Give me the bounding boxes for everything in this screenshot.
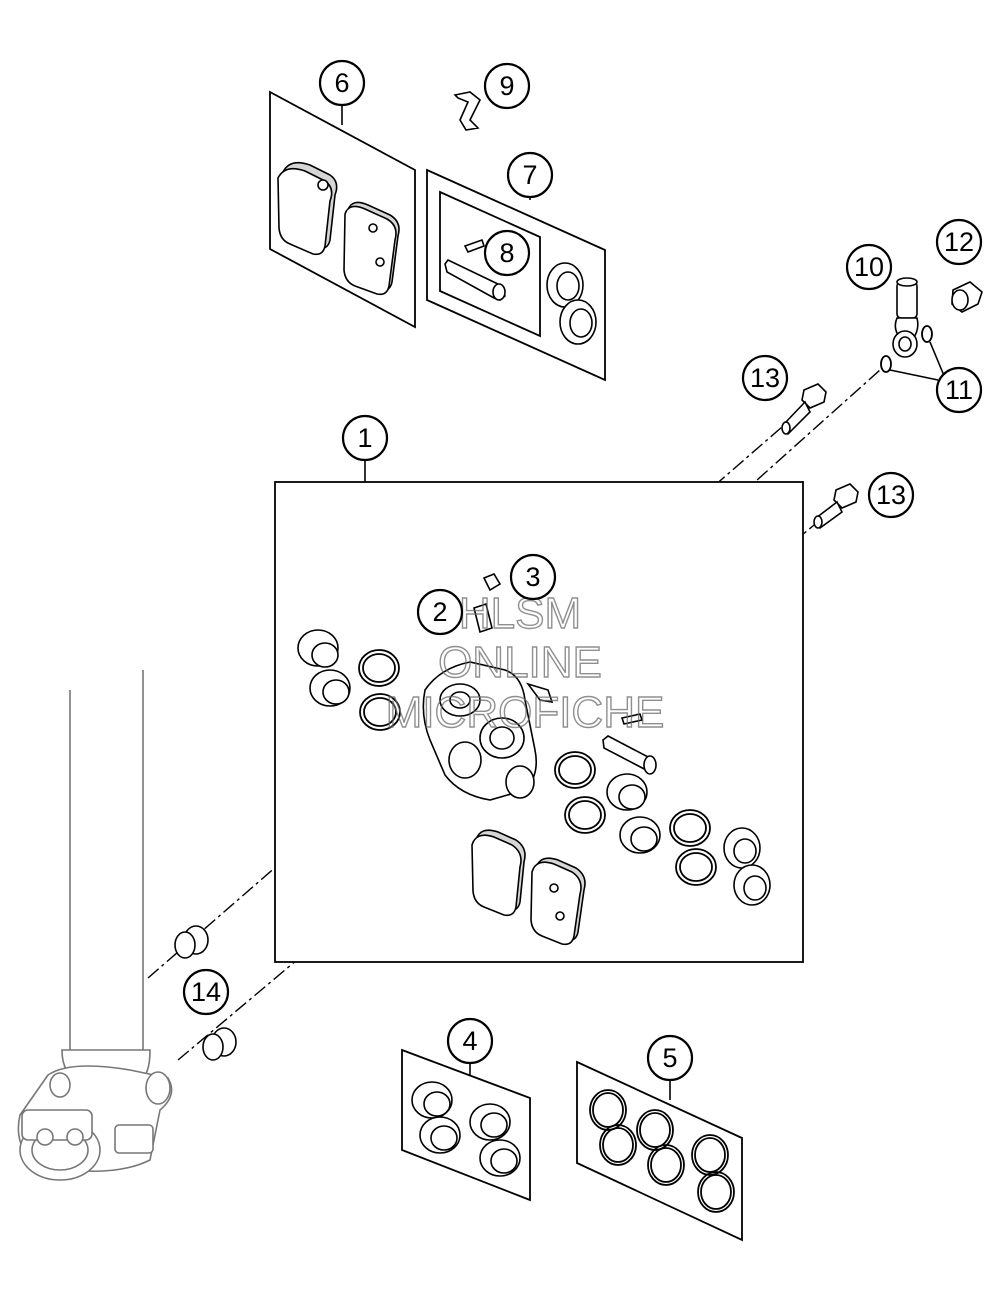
piston-kit-panel	[401, 1048, 531, 1202]
caliper-bolt-upper	[781, 383, 827, 435]
callout-14-label: 14	[191, 977, 221, 1007]
callout-9: 9	[483, 62, 531, 110]
callout-4-label: 4	[462, 1026, 477, 1056]
callout-13-upper-label: 13	[750, 363, 780, 393]
seal-kit-panel	[576, 1060, 743, 1242]
callout-3-label: 3	[525, 562, 540, 592]
watermark-line-2: ONLINE	[438, 638, 602, 687]
callout-11-label: 11	[945, 375, 973, 405]
bleeder-screw	[951, 281, 983, 313]
callout-6: 6	[318, 59, 366, 107]
caliper-bolt-lower	[813, 483, 859, 529]
callout-7-label: 7	[522, 160, 537, 190]
callout-14: 14	[182, 968, 230, 1016]
callout-5: 5	[646, 1034, 694, 1082]
spacer-bushings	[174, 925, 237, 1061]
callout-9-label: 9	[499, 71, 514, 101]
callout-7: 7	[506, 151, 554, 199]
callout-10: 10	[845, 243, 893, 291]
pin-kit-panel	[426, 168, 606, 382]
callout-8-label: 8	[499, 238, 514, 268]
watermark-line-1: HLSM	[459, 589, 581, 638]
callout-11: 11	[935, 366, 983, 414]
callout-1-label: 1	[357, 423, 372, 453]
watermark: HLSM ONLINE MICROFICHE	[385, 588, 665, 737]
callout-5-label: 5	[662, 1043, 677, 1073]
callout-2-label: 2	[432, 597, 447, 627]
callout-13-lower: 13	[867, 471, 915, 519]
watermark-line-3: MICROFICHE	[386, 688, 665, 737]
sealing-rings	[880, 325, 946, 381]
callout-13-upper: 13	[741, 354, 789, 402]
callout-3: 3	[509, 553, 557, 601]
callout-10-label: 10	[854, 252, 884, 282]
banjo-fitting	[892, 277, 919, 358]
front-fork-leg	[17, 670, 173, 1181]
callout-4: 4	[446, 1017, 494, 1065]
callout-12-label: 12	[944, 227, 974, 257]
brake-pad-set-panel	[269, 90, 416, 329]
callout-13-lower-label: 13	[876, 480, 906, 510]
callout-2: 2	[416, 588, 464, 636]
callout-8: 8	[483, 229, 531, 277]
callout-6-label: 6	[334, 68, 349, 98]
pad-spring-clip	[453, 91, 482, 131]
callout-12: 12	[935, 218, 983, 266]
callout-1: 1	[341, 414, 389, 462]
